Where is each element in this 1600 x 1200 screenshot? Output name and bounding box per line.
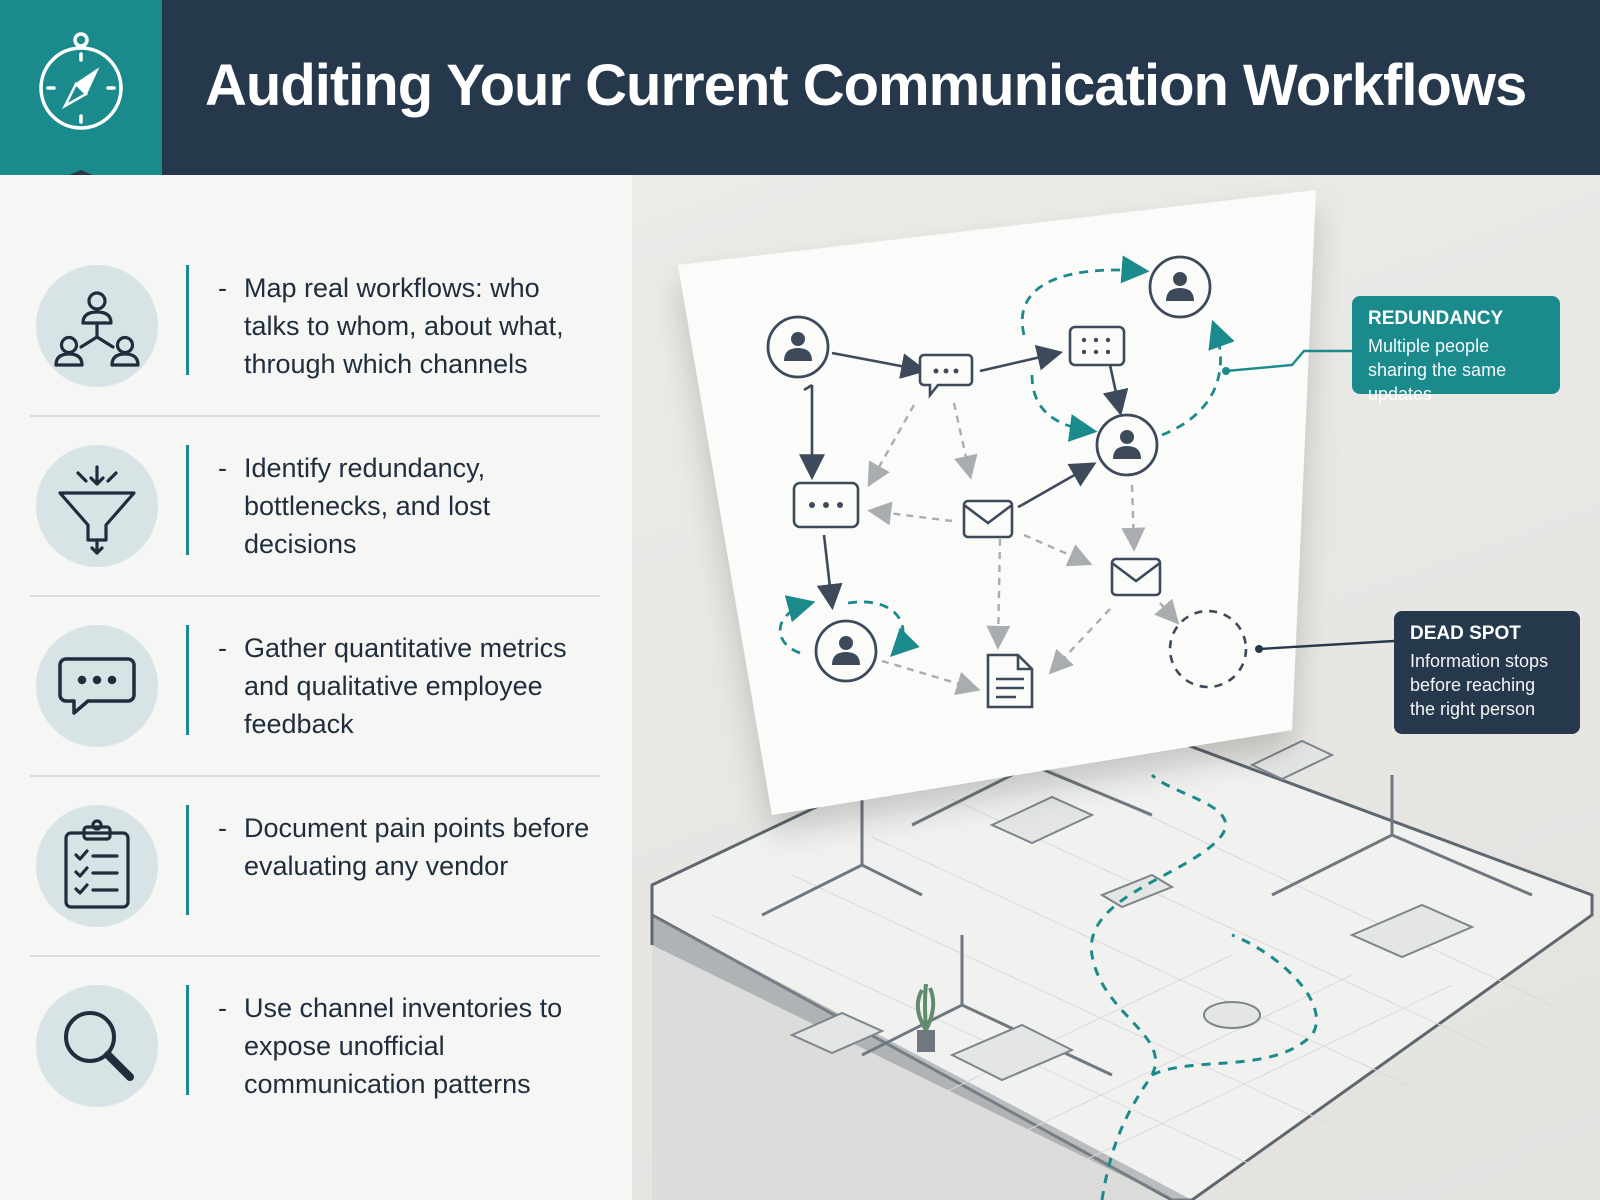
plant-icon <box>915 983 936 1052</box>
header-bar <box>0 0 1600 175</box>
clipboard-checklist-icon <box>64 819 130 909</box>
dead-spot-marker <box>1168 609 1248 689</box>
bullet-text: - Use channel inventories to expose unof… <box>218 993 563 1099</box>
page-title: Auditing Your Current Communication Work… <box>205 53 1527 118</box>
callout-body: Information stops before reaching the ri… <box>1410 651 1549 719</box>
callout-title: REDUNDANCY <box>1368 308 1504 329</box>
divider <box>30 415 600 417</box>
document-node-icon <box>986 653 1034 709</box>
chat-bubble-icon <box>58 657 136 715</box>
list-item: - Identify redundancy, bottlenecks, and … <box>0 417 632 597</box>
list-item: - Map real workflows: who talks to whom,… <box>0 237 632 417</box>
dead-spot-callout: DEAD SPOT Information stops before reach… <box>1394 611 1580 734</box>
magnifier-icon <box>64 1011 134 1081</box>
workflow-diagram-sheet <box>678 190 1316 815</box>
callout-title: DEAD SPOT <box>1410 623 1521 644</box>
divider <box>30 595 600 597</box>
redundancy-callout: REDUNDANCY Multiple people sharing the s… <box>1352 296 1560 404</box>
callout-body: Multiple people sharing the same updates <box>1368 336 1507 404</box>
network-people-icon <box>54 291 140 367</box>
workflow-illustration <box>632 175 1600 1200</box>
divider <box>30 775 600 777</box>
bullet-text: - Identify redundancy, bottlenecks, and … <box>218 453 491 559</box>
bullet-text: - Map real workflows: who talks to whom,… <box>218 273 564 379</box>
mail-node-icon <box>962 499 1162 597</box>
user-node-icon <box>766 255 1212 683</box>
callout-leader-lines <box>1222 349 1395 653</box>
list-item: - Document pain points before evaluating… <box>0 777 632 957</box>
bullet-text: - Document pain points before evaluating… <box>218 813 590 881</box>
bullet-text: - Gather quantitative metrics and qualit… <box>218 633 567 739</box>
funnel-icon <box>58 465 136 555</box>
compass-icon <box>39 32 123 130</box>
office-floor-plan <box>650 693 1594 1200</box>
checklist-panel: - Map real workflows: who talks to whom,… <box>0 175 632 1200</box>
divider <box>30 955 600 957</box>
list-item: - Use channel inventories to expose unof… <box>0 957 632 1137</box>
list-item: - Gather quantitative metrics and qualit… <box>0 597 632 777</box>
header-badge <box>0 0 162 205</box>
